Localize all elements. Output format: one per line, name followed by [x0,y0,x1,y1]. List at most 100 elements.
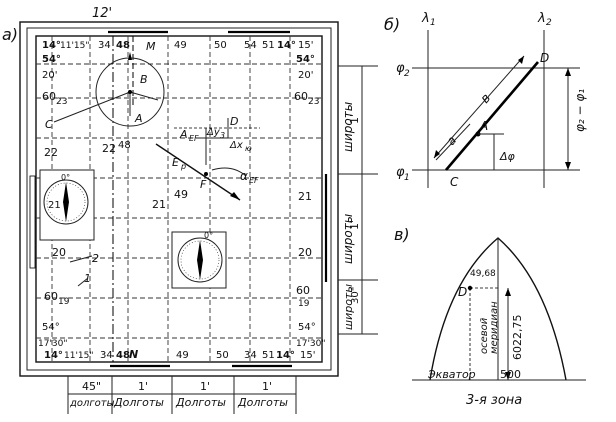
label-zone: 3-я зона [466,393,522,408]
leader-1 [77,277,89,287]
right-label-20b: 20 [298,246,312,259]
label-21b: 21 [152,198,166,211]
corner-tr-lon: 14° [277,40,296,51]
label-4968: 49,68 [470,269,496,279]
arrow-ef [230,192,240,200]
label-aef-sub: EF [189,134,199,143]
line-cd [445,61,539,171]
compass-left-zero: 0° [61,173,70,182]
label-diff: φ₂ − φ₁ [573,89,587,132]
scale-b-1: 45" [82,380,101,393]
lambda1-sub: 1 [430,18,436,28]
left-label-20: 20' [42,70,57,81]
scale-b-1-unit: долготы [69,398,115,409]
left-label-20b: 20 [52,246,66,259]
dim-b [433,55,525,159]
panel-b-label: б) [384,15,400,34]
label-f: F [200,178,207,191]
top-tick-3: 49 [174,40,187,51]
label-alpha: α [240,169,248,183]
inner-frame [35,35,323,363]
compass-right-zero: 0° [204,231,213,240]
panel-a-label: а) [2,25,18,44]
top-tick-5: 54 [244,40,257,51]
panel-v: в) D 49,68 осевой меридиан 6022,75 Экват… [394,225,586,408]
label-dy: Δy [206,127,221,138]
label-axial-2: меридиан [489,301,500,354]
phi2: φ [396,61,405,76]
point-b-dot [128,90,132,94]
left-label-19: 19 [58,297,70,307]
dim-a [435,123,471,161]
scale-r-2-unit: широты [341,214,355,264]
line-c-b [53,91,131,123]
right-scale: 1' широты 1' широты 30" широты [338,65,378,335]
left-label-60: 60 [42,90,56,103]
bottom-tick-4: 50 [216,350,229,361]
label-ep-sub: р [180,162,186,171]
line-e-f [155,143,241,201]
phi1: φ [396,165,405,180]
label-axial-1: осевой [479,317,490,354]
top-tick-4: 50 [214,40,227,51]
scale-b-3-unit: Долготы [175,396,226,409]
corner-tl-lon2: 11'15" [60,41,90,51]
label-dphi: Δφ [499,150,516,163]
panel-b: б) λ 1 λ 2 φ 2 φ 1 D A C в а Δφ φ₂ − φ₁ [384,11,587,189]
bottom-tick-6: 51 [262,350,275,361]
label-2: 2 [92,252,99,265]
label-a-dim: а [444,133,459,148]
corner-tl-lat: 54° [42,54,61,65]
label-b: B [140,73,148,86]
corner-br-lon2: 15' [300,350,315,361]
corner-bl-lon: 14° [44,350,63,361]
panel-v-label: в) [394,225,410,244]
scale-r-3-unit: широты [342,284,355,330]
corner-tl-lon: 14° [42,40,61,51]
line-b-right [129,91,159,101]
label-500: 500 [500,368,521,381]
bottom-tick-5: 34 [244,350,257,361]
lambda1: λ [421,11,430,26]
point-d-v [467,285,473,291]
scale-r-3: 30" [350,287,361,304]
label-48: 48 [118,140,131,151]
corner-tr-lat: 54° [296,54,315,65]
right-label-19: 19 [298,299,310,309]
bottom-tick-3: 49 [176,350,189,361]
bottom-tick-2: 48 [116,350,130,361]
label-m: M [146,40,156,53]
corner-br-lon: 14° [276,350,295,361]
left-label-23: 23 [56,97,67,107]
compass-left: 21 0° [39,169,95,241]
label-a: A [479,119,488,133]
label-alpha-sub: EF [249,176,259,185]
phi2-sub: 2 [404,69,410,79]
label-c: C [450,175,459,189]
label-a: A [134,112,143,125]
scale-b-2-unit: Долготы [113,396,164,409]
label-dx: Δx [229,140,243,151]
lambda2-sub: 2 [546,18,552,28]
scale-r-1-unit: широты [341,102,355,152]
middle-frame [26,27,332,371]
left-label-54: 54° [42,322,60,333]
scale-r-1: 1' [348,114,361,124]
label-ep: E [172,156,179,169]
compass-right: 0° [171,231,227,289]
right-label-60b: 60 [296,284,310,297]
point-f-dot [204,172,208,176]
label-equator: Экватор [427,368,476,381]
label-d: D [540,51,549,65]
label-c: C [45,118,53,131]
label-22b: 22 [102,142,116,155]
arrow-m [128,52,132,60]
right-label-21: 21 [298,190,312,203]
corner-tr-lon2: 15' [298,40,313,51]
label-dx-sub: ю [245,144,252,153]
compass-left-21: 21 [48,200,61,211]
right-label-23: 23 [308,97,319,107]
scale-b-3: 1' [200,380,210,393]
top-tick-6: 51 [262,40,275,51]
